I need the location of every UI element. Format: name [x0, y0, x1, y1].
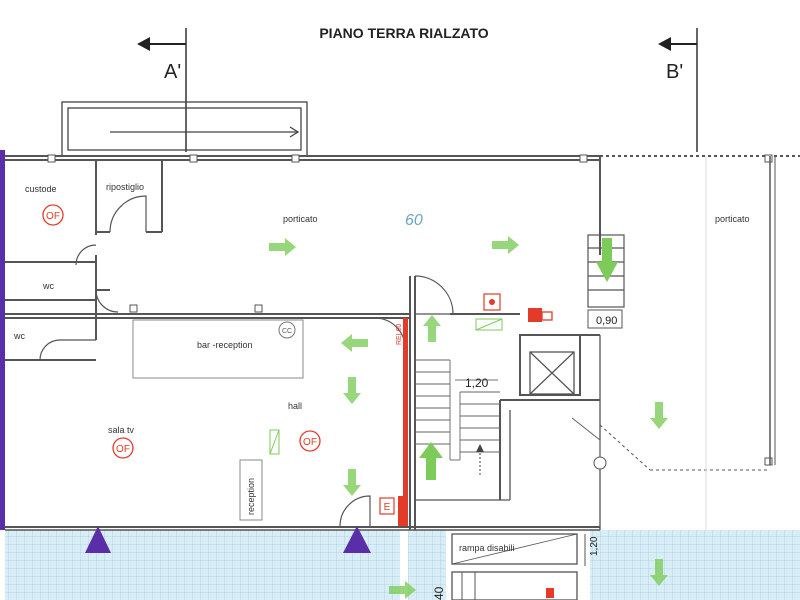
cc-symbol: [278, 321, 296, 339]
landing-box: [587, 309, 623, 329]
section-label-b: B': [666, 61, 683, 83]
bar-counter: [132, 319, 304, 379]
cc-label: CC: [282, 328, 292, 335]
escape-arrow-stair: [419, 442, 443, 480]
door-swings: [39, 195, 454, 527]
svg-text:OF: OF: [116, 444, 130, 455]
section-marker-a: A': [137, 28, 187, 152]
escape-arrow: [650, 402, 668, 429]
rei-label: REI 60: [396, 323, 403, 345]
tiled-area-left: [5, 530, 400, 600]
room-label-hall: hall: [288, 401, 302, 411]
fire-door-post: [398, 496, 408, 526]
stair-arrowhead: [476, 444, 484, 452]
svg-text:OF: OF: [46, 211, 60, 222]
dim-bottom: 40: [432, 586, 446, 600]
room-label-porticato-right: porticato: [715, 214, 750, 224]
room-label-wc-upper: wc: [42, 281, 54, 291]
dim-ramp-width: 1,20: [589, 536, 600, 556]
stair-core: [415, 234, 625, 530]
tiled-area-mid: [408, 530, 446, 600]
exit-box: [379, 497, 395, 515]
room-label-wc-lower: wc: [13, 331, 25, 341]
room-label-rampa: rampa disabili: [459, 543, 515, 553]
tiled-area-right: [590, 530, 800, 600]
svg-text:OF: OF: [303, 437, 317, 448]
top-ramp: [61, 101, 308, 157]
fire-equipment: [269, 293, 553, 455]
room-label-sala-tv: sala tv: [108, 425, 135, 435]
escape-arrow-landing: [596, 238, 618, 282]
room-label-porticato: porticato: [283, 214, 318, 224]
reception-desk: [239, 459, 263, 521]
left-edge-band: [0, 150, 5, 530]
exterior-walls: [5, 155, 800, 528]
pivot-circle: [593, 456, 607, 470]
swing-line: [571, 417, 601, 457]
escape-arrow: [343, 377, 361, 404]
room-label-ripostiglio: ripostiglio: [106, 182, 144, 192]
room-label-custode: custode: [25, 184, 57, 194]
dim-stair: 1,20: [465, 376, 489, 390]
section-marker-b: B': [658, 28, 698, 152]
escape-arrow: [423, 315, 441, 342]
entrance-triangle-left: [85, 526, 111, 553]
escape-arrow: [492, 236, 519, 254]
stair-treads: [415, 359, 500, 461]
right-porticato: [599, 156, 776, 600]
escape-arrow: [341, 334, 368, 352]
fire-wall: [403, 318, 408, 526]
section-label-a: A': [164, 61, 181, 83]
fire-point-bottom: [546, 588, 554, 598]
ramp-disabili: [451, 533, 586, 600]
escape-arrow: [343, 469, 361, 496]
interior-walls: [5, 160, 520, 530]
plan-title: PIANO TERRA RIALZATO: [319, 25, 488, 41]
dim-landing: 0,90: [596, 315, 617, 327]
handwritten-mark: 60: [405, 212, 423, 229]
exit-label: E: [384, 502, 391, 513]
room-label-reception: reception: [246, 478, 256, 515]
of-symbol-custode: OF: [42, 204, 64, 226]
of-symbol-sala-tv: OF: [112, 437, 134, 459]
columns: [47, 154, 773, 466]
escape-arrow: [269, 238, 296, 256]
room-label-bar: bar -reception: [197, 340, 253, 350]
entrance-triangle-center: [343, 526, 371, 553]
of-symbol-hall: OF: [299, 430, 321, 452]
